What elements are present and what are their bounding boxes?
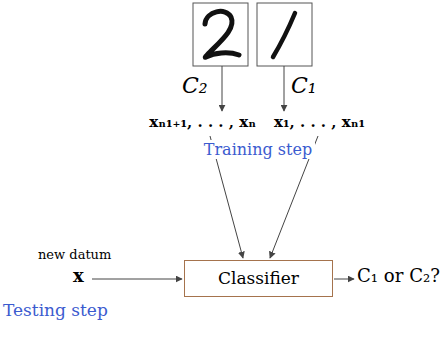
input-note: new datum bbox=[38, 247, 111, 263]
arrow-line bbox=[284, 66, 285, 111]
arrow-line bbox=[92, 279, 182, 280]
digit-image-frame bbox=[257, 3, 312, 66]
arrow-line bbox=[222, 66, 223, 111]
sample-list: xₙ₁₊₁, . . . , xₙ bbox=[149, 113, 256, 131]
digit-image-frame bbox=[193, 3, 248, 66]
digit-two-stroke bbox=[205, 11, 239, 57]
output-label: C₁ or C₂? bbox=[357, 265, 440, 287]
digit-one-stroke bbox=[273, 13, 295, 57]
box-label: Classifier bbox=[218, 268, 299, 288]
class-label: C₁ bbox=[291, 73, 317, 99]
input-symbol: x bbox=[73, 265, 84, 287]
sample-list: x₁, . . . , xₙ₁ bbox=[274, 113, 365, 131]
classifier-box: Classifier bbox=[184, 260, 333, 297]
step-label: Testing step bbox=[3, 300, 108, 320]
step-label: Training step bbox=[201, 140, 315, 159]
class-label: C₂ bbox=[182, 73, 208, 99]
arrow-line bbox=[334, 279, 354, 280]
